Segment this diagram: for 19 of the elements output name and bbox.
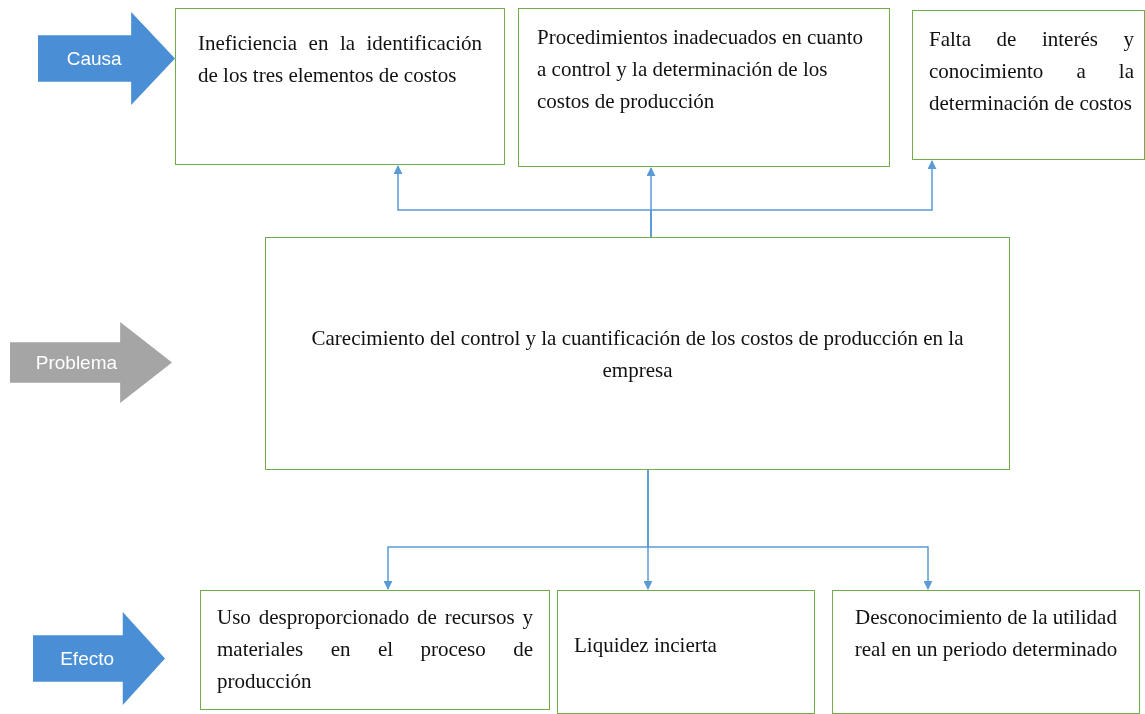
text-box — [175, 8, 505, 165]
box-text: Uso desproporcionado de recursos y materiales en el proceso de producción — [217, 604, 533, 695]
text-box — [832, 590, 1140, 714]
arrow-label: Problema — [35, 351, 118, 374]
box-text: Desconocimiento de la utilidad real en un periodo determinado — [853, 604, 1119, 663]
box-text: Liquidez incierta — [574, 632, 718, 659]
text-box — [518, 8, 890, 167]
box-text: Carecimiento del control y la cuantificación de los costos de producción en la empresa — [310, 324, 965, 384]
arrow-label: Causa — [66, 47, 122, 70]
text-box — [200, 590, 550, 710]
box-text: Ineficiencia en la identificación de los tres elementos de costos — [198, 30, 482, 89]
text-box — [912, 10, 1145, 160]
box-text: Falta de interés y conocimiento a la determinación de costos — [929, 26, 1134, 117]
text-box — [265, 237, 1010, 470]
box-text: Procedimientos inadecuados en cuanto a control y la determinación de los costos de producción — [537, 24, 864, 115]
text-box — [557, 590, 815, 714]
arrow-label: Efecto — [60, 647, 115, 670]
connector-arrow — [647, 469, 933, 590]
connector-arrow — [650, 160, 937, 238]
